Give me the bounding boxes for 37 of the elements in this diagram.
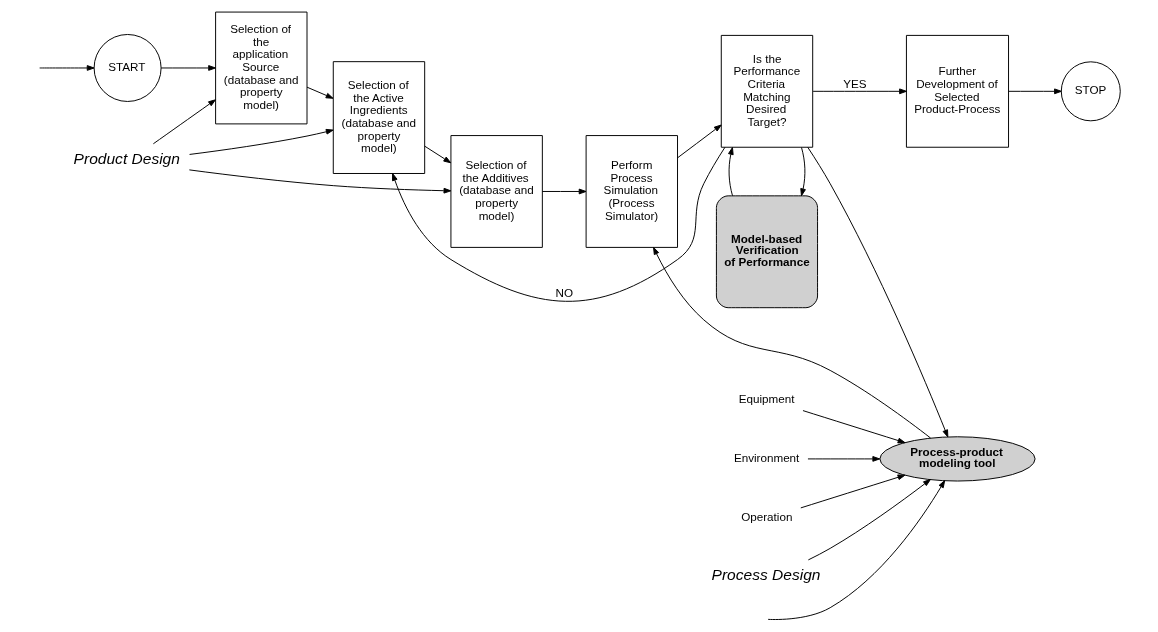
node-box: Perform Process Simulation (Process Simulator) <box>585 135 678 248</box>
arrow <box>541 188 586 195</box>
arrow <box>812 88 907 95</box>
arrow <box>152 99 216 145</box>
node-box: Is the Performance Criteria Matching Desired Target? <box>720 34 813 148</box>
arrow <box>306 86 333 99</box>
arrow <box>799 147 806 197</box>
node-text: Equipment <box>738 391 795 405</box>
node-box: Selection of the Active Ingredients (database and property model) <box>332 61 425 174</box>
arrow <box>1007 88 1062 95</box>
node-text: Operation <box>740 510 792 524</box>
arrow <box>727 147 734 197</box>
arrow <box>38 65 95 71</box>
node-text: Environment <box>733 450 799 464</box>
arrow <box>802 410 905 444</box>
node-box: Further Development of Selected Product-Process <box>905 34 1009 148</box>
node-box: Selection of the application Source (database and property model) <box>214 11 307 125</box>
arrow <box>807 479 931 561</box>
arrow <box>806 146 948 438</box>
arrow <box>188 128 334 155</box>
edge-label: YES <box>842 77 867 91</box>
edge-label: NO <box>554 286 573 300</box>
arrow <box>652 246 931 439</box>
arrow <box>767 480 945 620</box>
node-box: Selection of the Additives (database and property model) <box>449 135 543 248</box>
arrow <box>423 145 451 164</box>
node-box: Model-based Verification of Performance <box>715 195 818 309</box>
arrow <box>676 124 722 159</box>
arrow <box>806 456 880 462</box>
node-text: Product Design <box>73 150 180 168</box>
arrow <box>391 146 725 302</box>
node-circle: STOP <box>1060 61 1121 122</box>
node-text: Process Design <box>711 566 820 584</box>
arrow <box>799 474 905 509</box>
arrow <box>160 65 216 71</box>
arrow <box>188 169 451 194</box>
node-circle: START <box>93 34 162 102</box>
